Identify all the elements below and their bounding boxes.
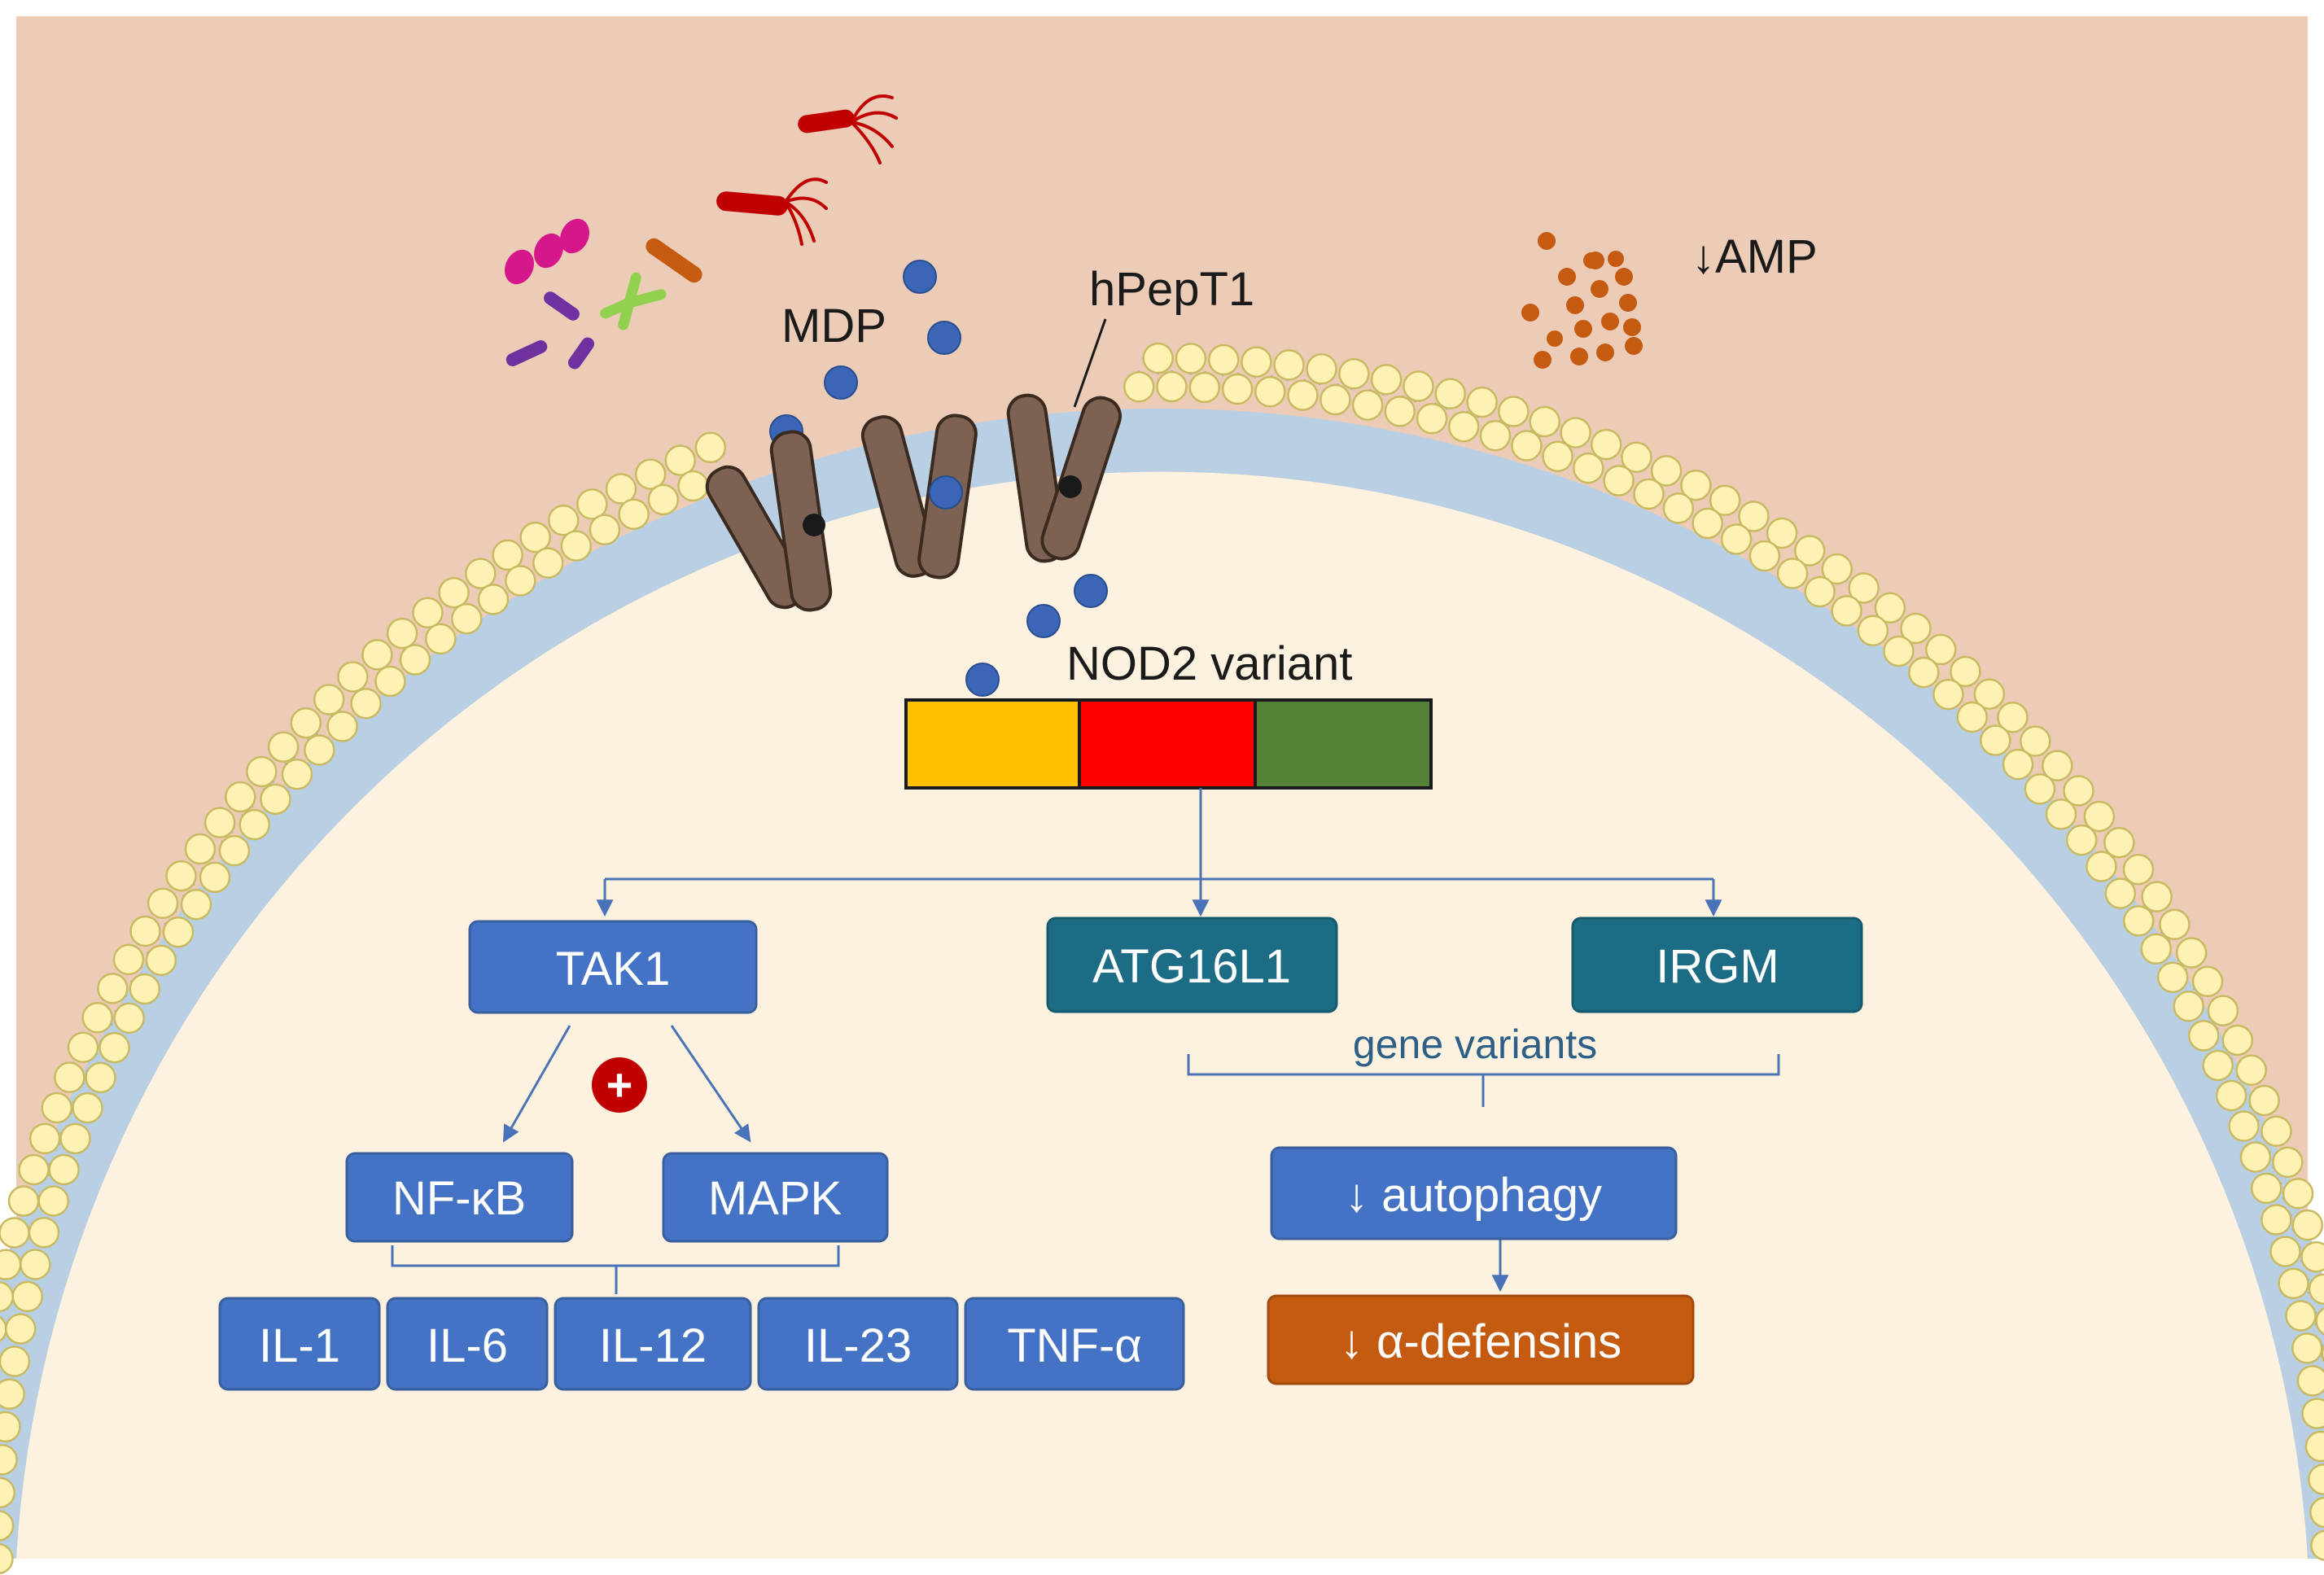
cytokine-row: IL-1 IL-6 IL-12 IL-23 TNF-α xyxy=(218,1297,1185,1391)
mapk-label: MAPK xyxy=(708,1172,843,1225)
transporter-label: hPepT1 xyxy=(1089,263,1254,316)
irgm-label: IRGM xyxy=(1656,940,1779,993)
cytokine-label: IL-1 xyxy=(259,1319,340,1372)
mdp-label: MDP xyxy=(781,300,886,352)
cytokine-bracket xyxy=(391,1245,840,1294)
nod2-label: NOD2 variant xyxy=(1066,637,1352,690)
defensins-label: ↓ α-defensins xyxy=(1340,1315,1622,1368)
defensins-box: ↓ α-defensins xyxy=(1267,1294,1695,1385)
cytokine-box-tnf: TNF-α xyxy=(964,1297,1185,1391)
cytokine-label: IL-12 xyxy=(599,1319,707,1372)
nod2-domain-bar xyxy=(904,698,1433,790)
irgm-box: IRGM xyxy=(1571,917,1863,1013)
nfkb-label: NF-κB xyxy=(392,1172,526,1225)
nod2-arrows xyxy=(502,788,1722,1293)
gene-variants-label: gene variants xyxy=(1353,1022,1597,1067)
cytokine-label: IL-6 xyxy=(427,1319,508,1372)
nfkb-box: NF-κB xyxy=(345,1152,574,1243)
cytokine-box-il1: IL-1 xyxy=(218,1297,381,1391)
mdp-dot-in-transporter xyxy=(929,475,963,510)
lipid-bilayer-icon xyxy=(0,342,2324,1575)
gene-variants-bracket xyxy=(1187,1054,1780,1107)
cytoplasm xyxy=(16,471,2308,1559)
autophagy-label: ↓ autophagy xyxy=(1345,1169,1602,1222)
amp-label: ↓AMP xyxy=(1692,230,1818,283)
cytokine-box-il12: IL-12 xyxy=(554,1297,752,1391)
cytokine-box-il23: IL-23 xyxy=(757,1297,959,1391)
bacteria-icon xyxy=(505,94,898,370)
transporter-leader-line xyxy=(1073,318,1107,408)
plus-symbol: + xyxy=(606,1059,633,1110)
nod2-domain-lrr xyxy=(1254,698,1433,790)
cytokine-box-il6: IL-6 xyxy=(386,1297,549,1391)
antimicrobial-peptide-icon xyxy=(1521,232,1643,369)
atg16l1-label: ATG16L1 xyxy=(1092,940,1291,993)
mapk-box: MAPK xyxy=(662,1152,889,1243)
tak1-label: TAK1 xyxy=(556,943,671,995)
nod2-domain-card xyxy=(904,698,1081,790)
cytokine-label: TNF-α xyxy=(1007,1319,1142,1372)
atg16l1-box: ATG16L1 xyxy=(1046,917,1338,1013)
tak1-box: TAK1 xyxy=(468,920,758,1014)
nod2-domain-nbd xyxy=(1078,698,1257,790)
plus-icon: + xyxy=(592,1057,647,1113)
cytokine-label: IL-23 xyxy=(804,1319,912,1372)
transporter-protein-icon xyxy=(705,393,1122,612)
autophagy-box: ↓ autophagy xyxy=(1270,1146,1678,1240)
